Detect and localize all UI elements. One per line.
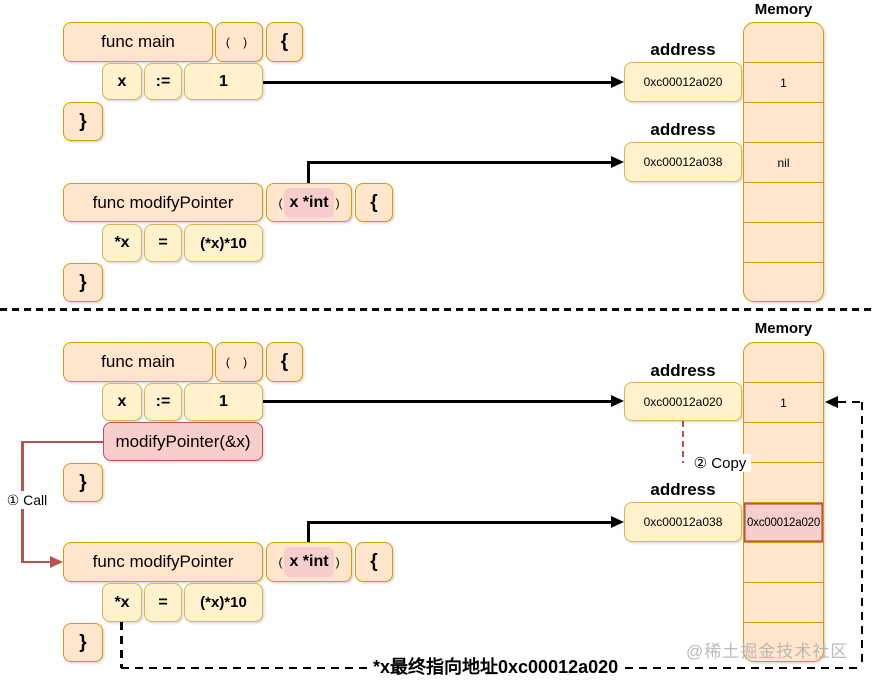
arrow-right-icon bbox=[611, 155, 624, 168]
param-close-paren: ) bbox=[335, 195, 340, 210]
memory-cell bbox=[744, 223, 823, 263]
stmt-expr-top: (*x)*10 bbox=[184, 224, 263, 262]
copy-step-label: ② Copy bbox=[689, 454, 751, 472]
memory-cell bbox=[744, 583, 823, 623]
param-open-paren: ( bbox=[278, 555, 283, 569]
arrow-param-to-addr2-bottom-hline bbox=[307, 520, 612, 524]
memory-cell: 1 bbox=[744, 63, 823, 103]
address-box-1-top: 0xc00012a020 bbox=[624, 62, 742, 102]
call-step-label: ① Call bbox=[2, 491, 52, 509]
memory-cell-highlighted: 0xc00012a020 bbox=[744, 503, 823, 543]
func-main-close-brace-bottom: } bbox=[63, 463, 103, 502]
memory-cell bbox=[744, 103, 823, 143]
stmt-value-top: 1 bbox=[184, 63, 263, 100]
memory-cell bbox=[744, 423, 823, 463]
call-path-hline-top bbox=[22, 440, 103, 443]
stmt-eq-top: = bbox=[144, 224, 182, 262]
func-modify-box-top: func modifyPointer bbox=[63, 183, 263, 222]
func-main-params-top: ( ) bbox=[215, 22, 263, 62]
address-box-2-top: 0xc00012a038 bbox=[624, 142, 742, 182]
func-main-close-brace-top: } bbox=[63, 102, 103, 141]
arrow-param-to-addr2-top-vline bbox=[306, 162, 310, 184]
memory-column-top: 1 nil bbox=[743, 22, 824, 302]
func-modify-close-brace-top: } bbox=[63, 263, 103, 302]
func-main-box-bottom: func main bbox=[63, 342, 213, 382]
arrow-param-to-addr2-bottom-vline bbox=[306, 522, 310, 543]
address-label-1-bottom: address bbox=[650, 361, 716, 380]
memory-title-bottom: Memory bbox=[754, 320, 813, 337]
stmt-assign-top: := bbox=[144, 63, 182, 100]
stmt-starx-top: *x bbox=[102, 224, 142, 262]
param-highlight: x *int bbox=[284, 187, 334, 218]
watermark: @稀土掘金技术社区 bbox=[686, 642, 849, 661]
func-main-open-brace-bottom: { bbox=[266, 342, 303, 382]
memory-cell bbox=[744, 543, 823, 583]
stmt-value-bottom: 1 bbox=[184, 383, 263, 421]
memory-cell bbox=[744, 183, 823, 223]
stmt-starx-bottom: *x bbox=[102, 583, 142, 622]
func-main-box-top: func main bbox=[63, 22, 213, 62]
call-statement-box: modifyPointer(&x) bbox=[103, 422, 263, 461]
stmt-expr-bottom: (*x)*10 bbox=[184, 583, 263, 622]
memory-cell: nil bbox=[744, 143, 823, 183]
address-box-1-bottom: 0xc00012a020 bbox=[624, 382, 742, 421]
param-open-paren: ( bbox=[278, 195, 283, 210]
address-label-2-top: address bbox=[650, 120, 716, 139]
section-separator-dashed-line bbox=[0, 308, 872, 311]
stmt-x-top: x bbox=[102, 63, 142, 100]
address-label-1-top: address bbox=[650, 40, 716, 59]
arrow-right-icon bbox=[611, 75, 624, 88]
arrow-right-icon bbox=[611, 515, 624, 528]
call-path-hline-bottom bbox=[22, 560, 51, 563]
func-modify-params-top: ( x *int ) bbox=[266, 183, 352, 222]
arrow-param-to-addr2-top-hline bbox=[307, 160, 612, 164]
func-modify-open-brace-bottom: { bbox=[355, 542, 393, 582]
address-box-2-bottom: 0xc00012a038 bbox=[624, 502, 742, 542]
stmt-assign-bottom: := bbox=[144, 383, 182, 421]
return-path-hline-top bbox=[838, 400, 863, 404]
arrow-right-icon bbox=[611, 395, 624, 407]
func-main-open-brace-top: { bbox=[266, 22, 303, 62]
arrow-right-red-icon bbox=[50, 555, 63, 568]
memory-title-top: Memory bbox=[754, 1, 813, 18]
stmt-x-bottom: x bbox=[102, 383, 142, 421]
address-label-2-bottom: address bbox=[650, 480, 716, 499]
memory-cell bbox=[744, 23, 823, 63]
memory-column-bottom: 1 0xc00012a020 bbox=[743, 342, 824, 662]
func-modify-box-bottom: func modifyPointer bbox=[63, 542, 263, 582]
memory-cell bbox=[744, 263, 823, 301]
copy-path-vline-1 bbox=[681, 421, 684, 463]
return-path-vline-left bbox=[120, 622, 123, 668]
arrow-x-to-addr1-top-line bbox=[263, 80, 612, 84]
param-highlight: x *int bbox=[284, 547, 334, 577]
func-modify-open-brace-top: { bbox=[355, 183, 393, 222]
func-modify-params-bottom: ( x *int ) bbox=[266, 542, 352, 582]
return-path-vline-right bbox=[860, 402, 864, 668]
stmt-eq-bottom: = bbox=[144, 583, 182, 622]
func-modify-close-brace-bottom: } bbox=[63, 623, 103, 662]
param-close-paren: ) bbox=[335, 555, 340, 569]
func-main-params-bottom: ( ) bbox=[215, 342, 263, 382]
arrow-left-icon bbox=[825, 395, 838, 408]
arrow-x-to-addr1-bottom-line bbox=[263, 400, 612, 403]
footer-note: *x最终指向地址0xc00012a020 bbox=[368, 654, 624, 678]
memory-cell: 1 bbox=[744, 383, 823, 423]
memory-cell bbox=[744, 463, 823, 503]
memory-cell bbox=[744, 343, 823, 383]
